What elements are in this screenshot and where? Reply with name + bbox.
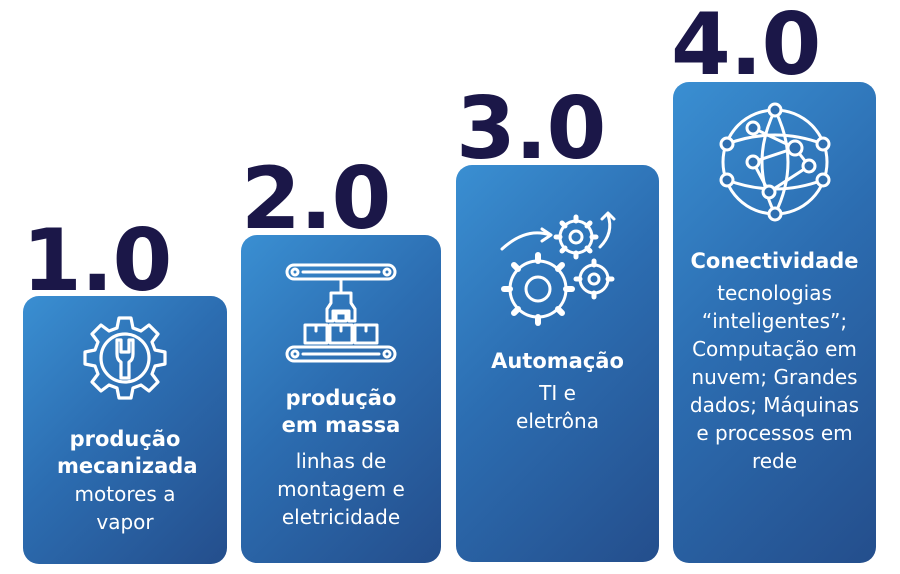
stage-text-3: Automação TI e eletrôna (462, 348, 653, 435)
network-globe-icon (713, 100, 837, 224)
gears-icon (496, 205, 620, 329)
stage-description-2: linhas de montagem e eletricidade (277, 449, 405, 529)
assembly-line-icon (283, 261, 399, 367)
stage-title-1: produção mecanizada (57, 427, 198, 478)
stage-description-3: TI e eletrôna (516, 381, 599, 433)
stage-title-2: produção em massa (281, 386, 401, 437)
stage-card-2: produção em massa linhas de montagem e e… (241, 235, 441, 563)
stage-text-1: produção mecanizada motores a vapor (29, 426, 221, 536)
version-label-3: 3.0 (456, 79, 606, 179)
stage-description-4: tecnologias “inteligentes”; Computação e… (689, 281, 860, 473)
gear-wrench-icon (79, 314, 171, 406)
stage-card-1: produção mecanizada motores a vapor (23, 296, 227, 564)
stage-text-4: Conectividade tecnologias “inteligentes”… (679, 248, 870, 475)
stage-card-3: Automação TI e eletrôna (456, 165, 659, 562)
stage-title-4: Conectividade (690, 249, 859, 273)
stage-text-2: produção em massa linhas de montagem e e… (247, 385, 435, 531)
version-label-2: 2.0 (241, 149, 391, 249)
version-label-1: 1.0 (22, 211, 172, 311)
stage-card-4: Conectividade tecnologias “inteligentes”… (673, 82, 876, 563)
stage-title-3: Automação (491, 349, 624, 373)
version-label-4: 4.0 (671, 0, 821, 95)
stage-description-1: motores a vapor (74, 482, 176, 534)
